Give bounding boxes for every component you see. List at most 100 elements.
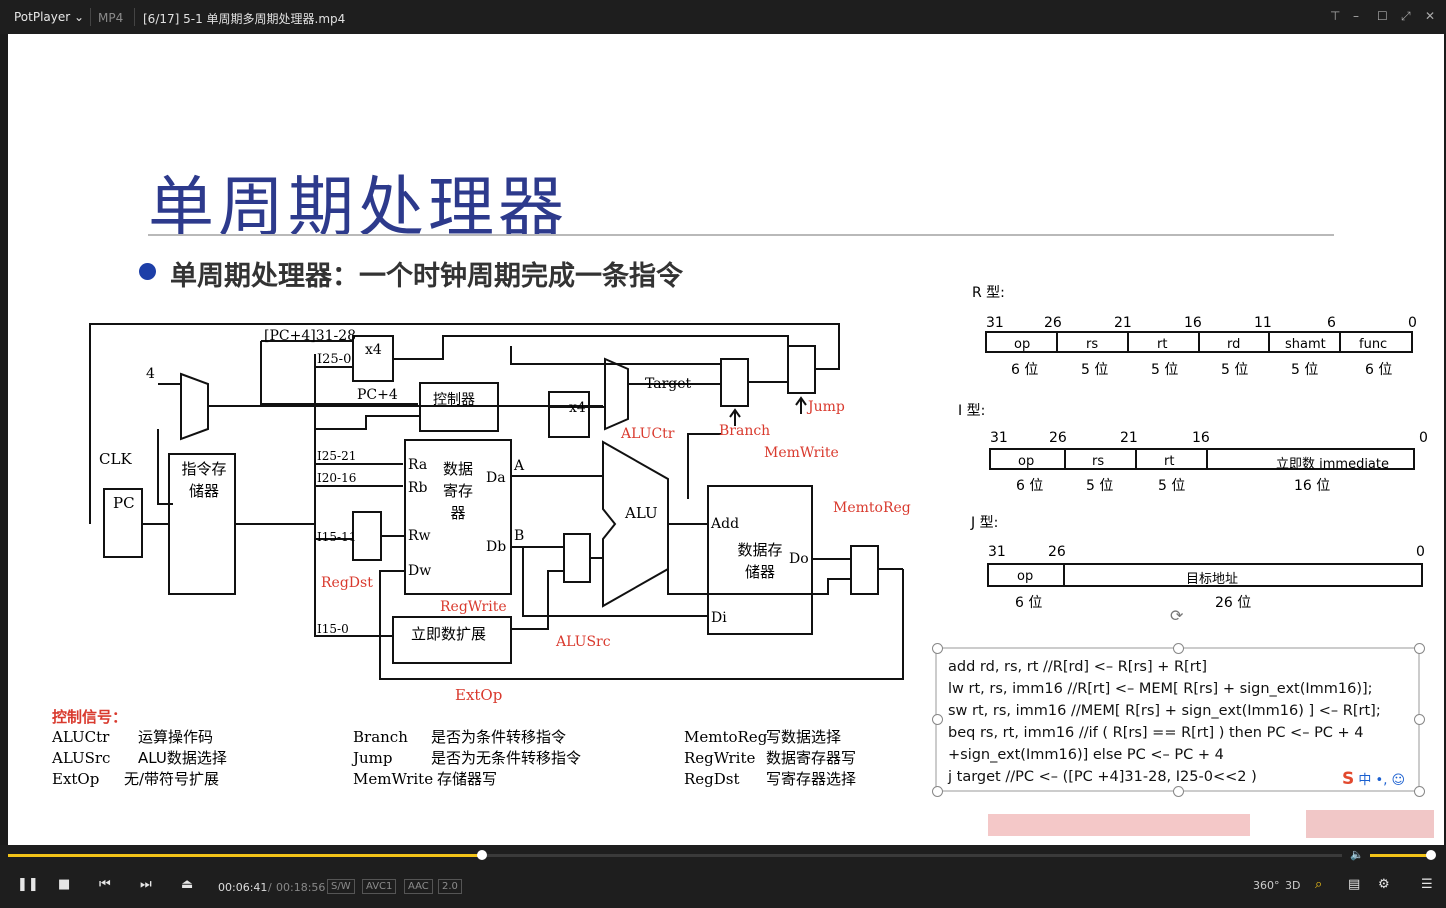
- chevron-down-icon: ⌄: [74, 10, 85, 24]
- format-label: MP4: [98, 11, 124, 25]
- minimize-icon[interactable]: –: [1353, 9, 1359, 23]
- speaker-icon[interactable]: 🔈: [1350, 848, 1364, 861]
- signal-name: Branch: [353, 728, 408, 746]
- gear-icon[interactable]: ⚙: [1378, 877, 1390, 892]
- seek-knob[interactable]: [476, 850, 487, 860]
- pause-icon[interactable]: ❚❚: [17, 877, 39, 892]
- dw-label: Dw: [408, 563, 432, 579]
- r-type-label: R 型:: [972, 285, 1005, 301]
- maximize-icon[interactable]: ☐: [1377, 9, 1388, 23]
- r-field: rs: [1086, 337, 1099, 352]
- ime-toolbar[interactable]: S 中 •, ☺: [1342, 769, 1406, 789]
- code-textbox[interactable]: add rd, rs, rt //R[rd] <– R[rs] + R[rt] …: [948, 656, 1381, 788]
- signal-desc: 存储器写: [437, 770, 498, 788]
- resize-handle[interactable]: [1414, 786, 1425, 797]
- next-icon[interactable]: ⏭: [140, 877, 152, 892]
- alu-label: ALU: [625, 504, 658, 522]
- resize-handle[interactable]: [1414, 714, 1425, 725]
- video-area[interactable]: 单周期处理器 单周期处理器：一个时钟周期完成一条指令: [8, 34, 1444, 845]
- signal-name: RegDst: [684, 770, 740, 788]
- rotate-handle-icon[interactable]: ⟳: [1170, 606, 1184, 625]
- title-rule: [148, 234, 1334, 236]
- alusrc-signal-label: ALUSrc: [556, 634, 611, 650]
- seek-bar[interactable]: [8, 850, 1342, 860]
- datamem-label: 数据存储器: [737, 541, 783, 581]
- stop-icon[interactable]: ■: [58, 877, 71, 892]
- r-bit: 31: [986, 315, 1004, 331]
- target-label: Target: [645, 376, 692, 392]
- code-line: +sign_ext(Imm16)] else PC <– PC + 4: [948, 747, 1224, 763]
- ime-status: 中 •,: [1358, 773, 1388, 788]
- regwrite-signal-label: RegWrite: [440, 599, 507, 615]
- signal-name: ALUCtr: [52, 728, 110, 746]
- fullscreen-icon[interactable]: ⤢: [1401, 9, 1411, 23]
- volume-slider[interactable]: [1370, 850, 1436, 860]
- da-label: Da: [486, 470, 506, 486]
- resize-handle[interactable]: [1414, 643, 1425, 654]
- resize-handle[interactable]: [932, 643, 943, 654]
- signal-name: MemWrite: [353, 770, 434, 788]
- memwrite-signal-label: MemWrite: [764, 445, 839, 461]
- audio-codec-tag[interactable]: AAC: [404, 879, 433, 894]
- title-bar: PotPlayer ⌄ MP4 [6/17] 5-1 单周期多周期处理器.mp4…: [0, 0, 1446, 34]
- db-label: Db: [486, 539, 507, 555]
- i25-21-label: I25-21: [317, 449, 357, 463]
- stereo-3d-button[interactable]: 3D: [1285, 879, 1301, 892]
- rw-label: Rw: [408, 528, 431, 544]
- playlist-icon[interactable]: ▤: [1348, 877, 1361, 892]
- i-field: op: [1018, 454, 1035, 469]
- resize-handle[interactable]: [932, 786, 943, 797]
- volume-knob[interactable]: [1425, 850, 1436, 860]
- previous-icon[interactable]: ⏮: [99, 877, 111, 892]
- divider: [134, 8, 135, 26]
- signal-desc: 无/带符号扩展: [124, 770, 220, 788]
- j-bit: 26: [1048, 544, 1066, 560]
- regdst-signal-label: RegDst: [321, 575, 373, 591]
- app-menu-button[interactable]: PotPlayer ⌄: [14, 10, 84, 24]
- j-type-label: J 型:: [971, 515, 999, 531]
- search-subtitle-icon[interactable]: ⌕: [1315, 877, 1323, 892]
- video-codec-tag[interactable]: AVC1: [362, 879, 397, 894]
- app-name: PotPlayer: [14, 10, 71, 24]
- i-field: rs: [1092, 454, 1105, 469]
- channels-tag[interactable]: 2.0: [438, 879, 462, 894]
- j-field: 目标地址: [1186, 572, 1239, 587]
- menu-icon[interactable]: ☰: [1421, 877, 1433, 892]
- rb-label: Rb: [408, 480, 428, 496]
- eject-icon[interactable]: ⏏: [181, 877, 194, 892]
- file-title: [6/17] 5-1 单周期多周期处理器.mp4: [143, 12, 346, 26]
- vr360-button[interactable]: 360°: [1253, 879, 1280, 892]
- signal-name: Jump: [353, 749, 393, 767]
- signal-desc: 是否为条件转移指令: [431, 728, 567, 746]
- i-bit: 0: [1419, 430, 1428, 446]
- i-bit: 21: [1120, 430, 1138, 446]
- r-bit: 26: [1044, 315, 1062, 331]
- renderer-tag[interactable]: S/W: [327, 879, 355, 894]
- do-label: Do: [789, 551, 809, 567]
- pc-label: PC: [113, 494, 135, 512]
- r-field: func: [1359, 337, 1388, 352]
- x4-top-label: x4: [365, 342, 382, 358]
- ra-label: Ra: [408, 457, 428, 473]
- signal-name: RegWrite: [684, 749, 756, 767]
- smile-icon: ☺: [1391, 773, 1406, 788]
- resize-handle[interactable]: [932, 714, 943, 725]
- pin-icon[interactable]: ⊤: [1330, 9, 1341, 23]
- r-width: 5 位: [1291, 362, 1319, 378]
- r-width: 5 位: [1081, 362, 1109, 378]
- x4-label: x4: [569, 400, 586, 416]
- regfile-label: 数据寄存器: [442, 460, 473, 522]
- branch-signal-label: Branch: [719, 423, 771, 439]
- i-width: 6 位: [1016, 478, 1044, 494]
- i-width: 16 位: [1294, 478, 1331, 494]
- resize-handle[interactable]: [1173, 643, 1184, 654]
- a-label: A: [514, 458, 525, 474]
- signal-desc: 写寄存器选择: [766, 770, 857, 788]
- signal-desc: 运算操作码: [138, 728, 214, 746]
- r-field: shamt: [1285, 337, 1326, 352]
- resize-handle[interactable]: [1173, 786, 1184, 797]
- close-icon[interactable]: ✕: [1425, 9, 1436, 23]
- four-label: 4: [146, 366, 155, 382]
